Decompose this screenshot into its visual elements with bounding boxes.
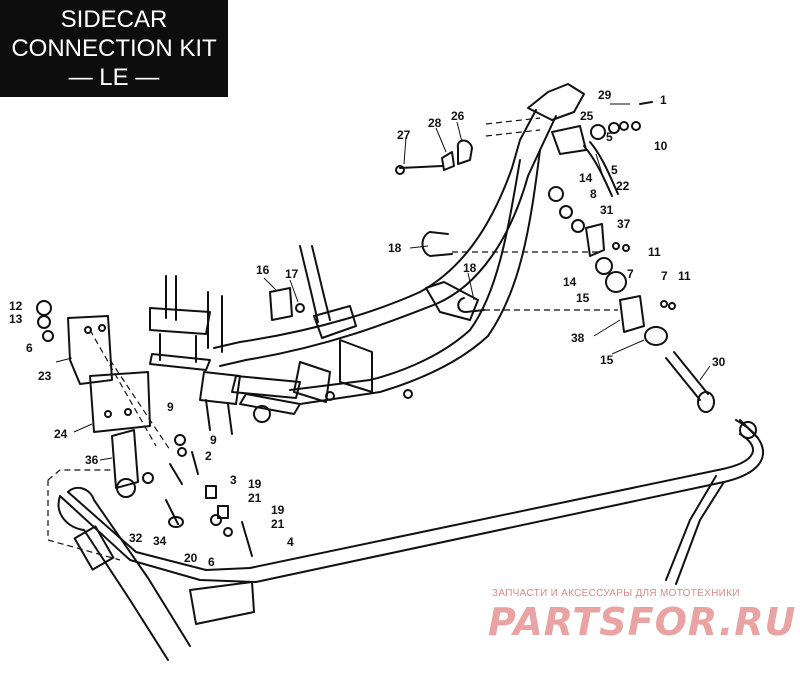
- part-label: 20: [184, 551, 198, 565]
- part-27-bolt: [399, 165, 443, 169]
- part-label: 28: [428, 116, 442, 130]
- watermark-tagline: ЗАПЧАСТИ И АКСЕССУАРЫ ДЛЯ МОТОТЕХНИКИ: [492, 588, 740, 599]
- part-label: 11: [678, 269, 691, 283]
- sidecar-crossmember: [59, 495, 257, 583]
- part-label: 17: [285, 267, 299, 281]
- part-label: 26: [451, 109, 465, 123]
- part-26-plate: [456, 139, 473, 165]
- part-label: 7: [627, 267, 634, 281]
- part-label: 15: [600, 353, 614, 367]
- part-label: 37: [617, 217, 631, 231]
- part-label: 18: [463, 261, 477, 275]
- part-36-clamp: [111, 429, 139, 489]
- part-24-bracket: [89, 371, 151, 433]
- part-label: 21: [248, 491, 262, 505]
- part-label: 6: [208, 555, 215, 569]
- title-line-2: CONNECTION KIT: [11, 35, 217, 62]
- watermark-logo: PARTSFOR.RU: [488, 600, 797, 644]
- part-label: 10: [654, 139, 668, 153]
- part-label: 30: [712, 355, 726, 369]
- frame-downtube-right: [487, 149, 541, 337]
- part-label: 9: [210, 433, 217, 447]
- part-38-clamp: [619, 295, 645, 333]
- part-label: 32: [129, 531, 143, 545]
- part-34-bolt: [165, 499, 179, 525]
- part-label: 34: [153, 534, 167, 548]
- frame-downtube-left: [419, 167, 513, 293]
- part-label: 9: [167, 400, 174, 414]
- part-label: 22: [616, 179, 630, 193]
- part-label: 38: [571, 331, 585, 345]
- part-label: 14: [563, 275, 577, 289]
- part-label: 36: [85, 453, 99, 467]
- part-label: 5: [611, 163, 618, 177]
- frame-lower-rail: [239, 291, 421, 343]
- part-label: 4: [287, 535, 294, 549]
- part-label: 23: [38, 369, 52, 383]
- part-label: 14: [579, 171, 593, 185]
- part-4-bolt: [241, 521, 253, 557]
- part-label: 25: [580, 109, 594, 123]
- sidecar-frame-tube: [255, 419, 764, 583]
- part-label: 16: [256, 263, 270, 277]
- part-label: 31: [600, 203, 614, 217]
- part-22-arm: [583, 145, 613, 197]
- part-25-bracket: [551, 125, 587, 155]
- part-label: 13: [9, 312, 23, 326]
- part-label: 27: [397, 128, 411, 142]
- part-16-clamp: [269, 287, 293, 321]
- part-label: 15: [576, 291, 590, 305]
- part-label: 12: [9, 299, 23, 313]
- part-label: 18: [388, 241, 402, 255]
- steering-head: [527, 83, 585, 121]
- part-label: 24: [54, 427, 68, 441]
- part-23-bracket: [67, 315, 113, 385]
- part-label: 8: [590, 187, 597, 201]
- part-label: 6: [26, 341, 33, 355]
- part-label: 2: [205, 449, 212, 463]
- title-line-3: — LE —: [68, 64, 160, 91]
- part-30-stub: [665, 357, 701, 401]
- part-label: 21: [271, 517, 285, 531]
- part-label: 1: [660, 93, 667, 107]
- part-label: 7: [661, 269, 668, 283]
- title-line-1: SIDECAR: [60, 6, 168, 33]
- part-2-bolt: [191, 451, 199, 475]
- title-plate: SIDECAR CONNECTION KIT — LE —: [0, 0, 228, 97]
- part-label: 19: [248, 477, 262, 491]
- part-18-ubolt: [421, 231, 453, 257]
- part-label: 5: [606, 130, 613, 144]
- part-label: 3: [230, 473, 237, 487]
- part-label: 19: [271, 503, 285, 517]
- part-3-bolt: [169, 463, 183, 485]
- part-label: 11: [648, 245, 661, 259]
- part-label: 29: [598, 88, 612, 102]
- part-37-clamp: [585, 223, 605, 257]
